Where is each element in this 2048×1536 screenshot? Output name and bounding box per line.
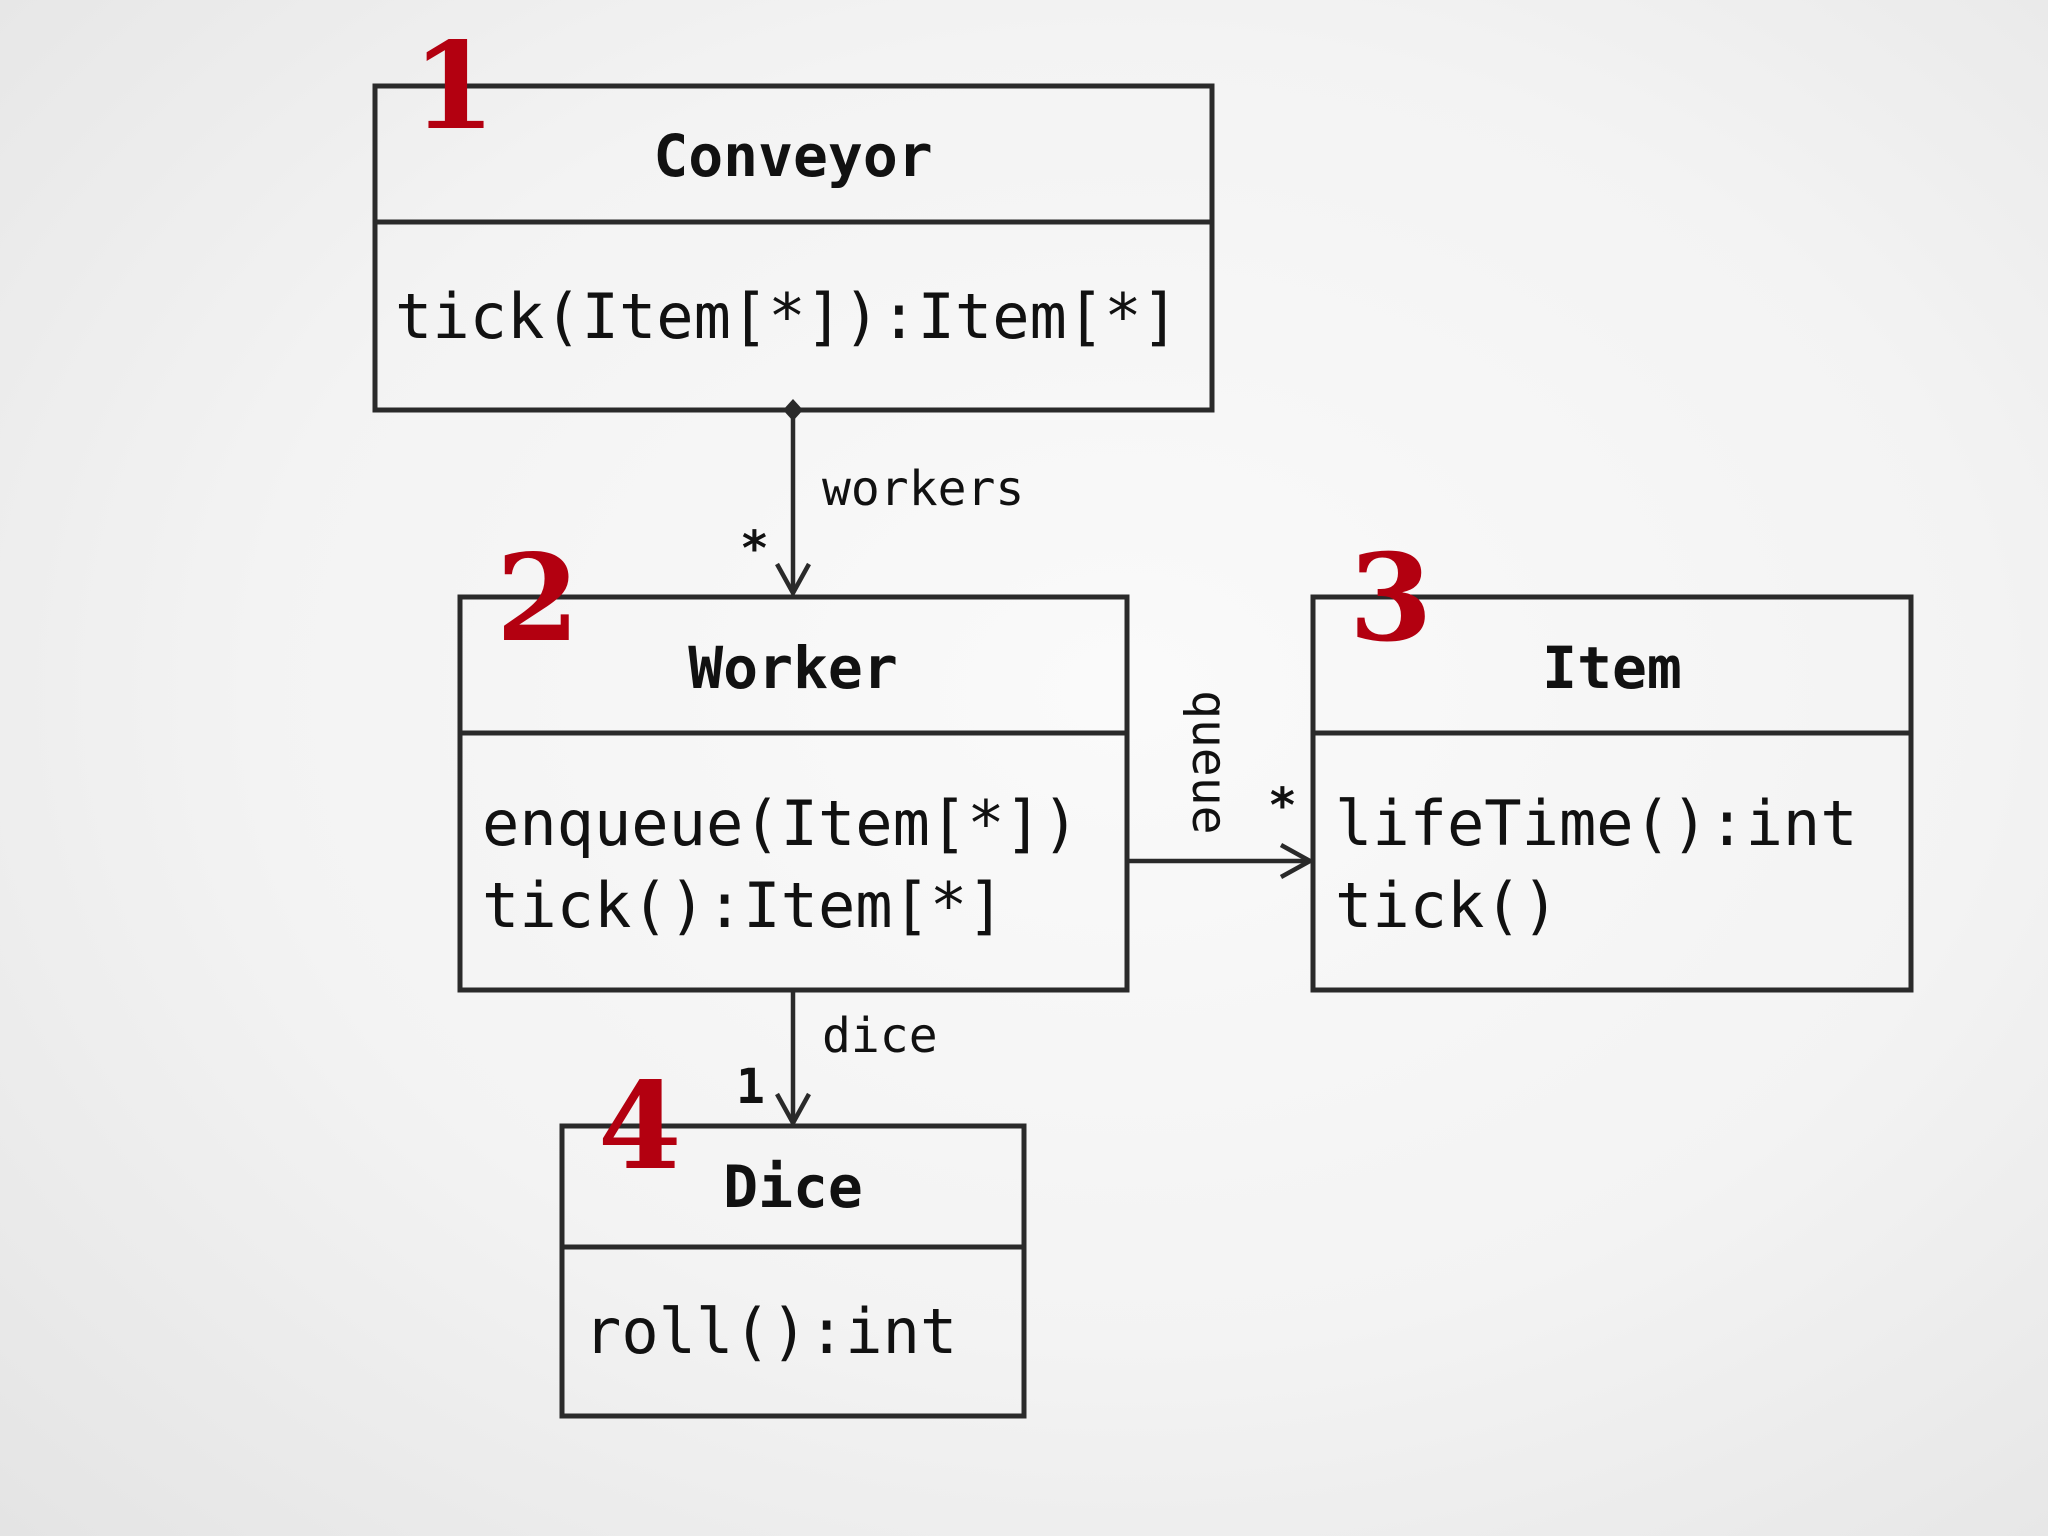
class-member: tick() xyxy=(1335,869,1559,942)
class-number: 4 xyxy=(598,1056,682,1197)
queue-multiplicity: * xyxy=(1268,778,1297,834)
class-frame xyxy=(1310,594,1914,993)
class-frame xyxy=(457,594,1130,993)
workers-role-label: workers xyxy=(822,461,1024,517)
dice-multiplicity: 1 xyxy=(736,1059,765,1115)
association-workers: workers * xyxy=(740,399,1024,598)
class-number: 2 xyxy=(496,528,580,669)
class-frame xyxy=(559,1123,1027,1419)
class-member: tick(Item[*]):Item[*] xyxy=(395,280,1179,353)
class-name: Item xyxy=(1542,634,1682,702)
class-member: roll():int xyxy=(584,1295,957,1368)
class-member: tick():Item[*] xyxy=(482,869,1005,942)
class-number: 1 xyxy=(412,16,496,157)
class-box-item: Item lifeTime():int tick() 3 xyxy=(1310,528,1914,993)
association-dice: dice 1 xyxy=(736,990,938,1128)
class-number: 3 xyxy=(1349,528,1433,669)
workers-arrowhead-icon xyxy=(775,562,811,598)
dice-role-label: dice xyxy=(822,1008,938,1064)
class-frame xyxy=(372,83,1215,413)
queue-arrowhead-icon xyxy=(1279,843,1315,879)
class-name: Dice xyxy=(723,1153,863,1221)
class-box-conveyor: Conveyor tick(Item[*]):Item[*] 1 xyxy=(372,16,1215,413)
class-name: Conveyor xyxy=(653,122,932,190)
association-queue: queue * xyxy=(1127,690,1315,879)
class-member: enqueue(Item[*]) xyxy=(482,787,1079,860)
class-member: lifeTime():int xyxy=(1335,787,1858,860)
queue-role-label: queue xyxy=(1181,690,1237,835)
class-box-dice: Dice roll():int 4 xyxy=(559,1056,1027,1419)
dice-arrowhead-icon xyxy=(775,1092,811,1128)
class-name: Worker xyxy=(688,634,898,702)
workers-multiplicity: * xyxy=(740,521,769,577)
class-box-worker: Worker enqueue(Item[*]) tick():Item[*] 2 xyxy=(457,528,1130,993)
